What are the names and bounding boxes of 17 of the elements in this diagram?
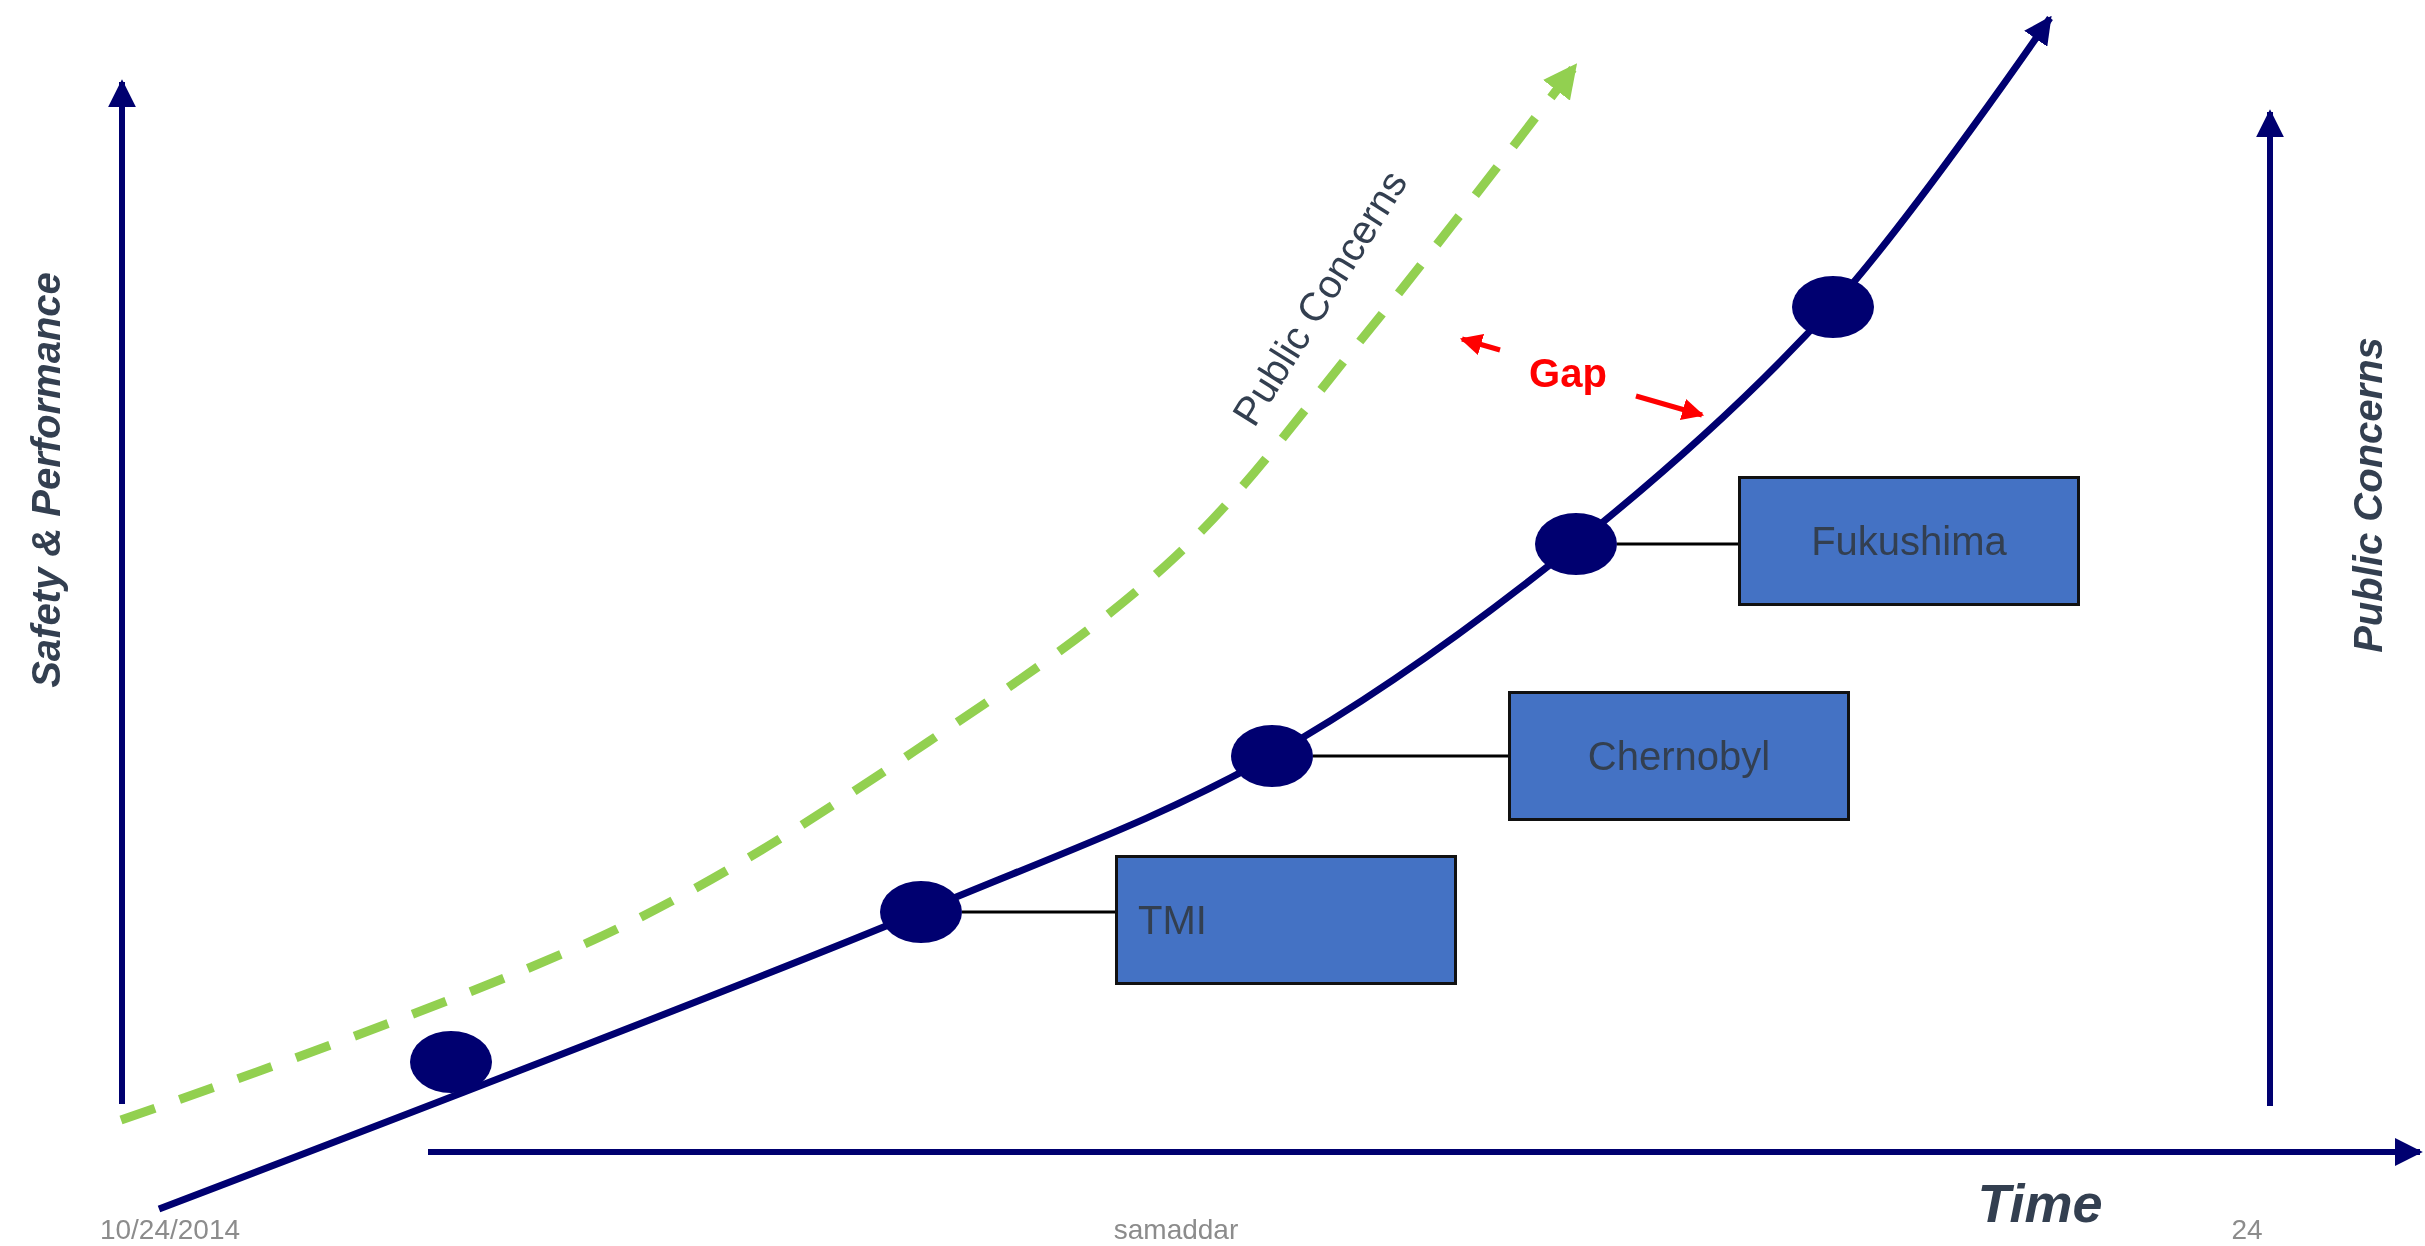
page-number: 24 — [2231, 1214, 2263, 1246]
gap-arrow — [1635, 393, 1705, 421]
leader-line — [1617, 542, 1738, 546]
gap-label: Gap — [1500, 350, 1636, 396]
event-dot — [1535, 513, 1617, 575]
axis-title: Public Concerns — [2345, 337, 2391, 653]
event-box: Fukushima — [1738, 476, 2080, 606]
event-dot — [1231, 725, 1313, 787]
footer-date: 10/24/2014 — [99, 1214, 241, 1246]
event-box: TMI — [1115, 855, 1457, 985]
axis-title: Safety & Performance — [23, 272, 69, 688]
axis-title: Time — [1977, 1172, 2103, 1234]
footer-author: samaddar — [1113, 1214, 1239, 1246]
leader-line — [1313, 754, 1508, 758]
leader-line — [962, 910, 1115, 914]
event-box: Chernobyl — [1508, 691, 1850, 821]
gap-arrow — [1459, 333, 1501, 356]
